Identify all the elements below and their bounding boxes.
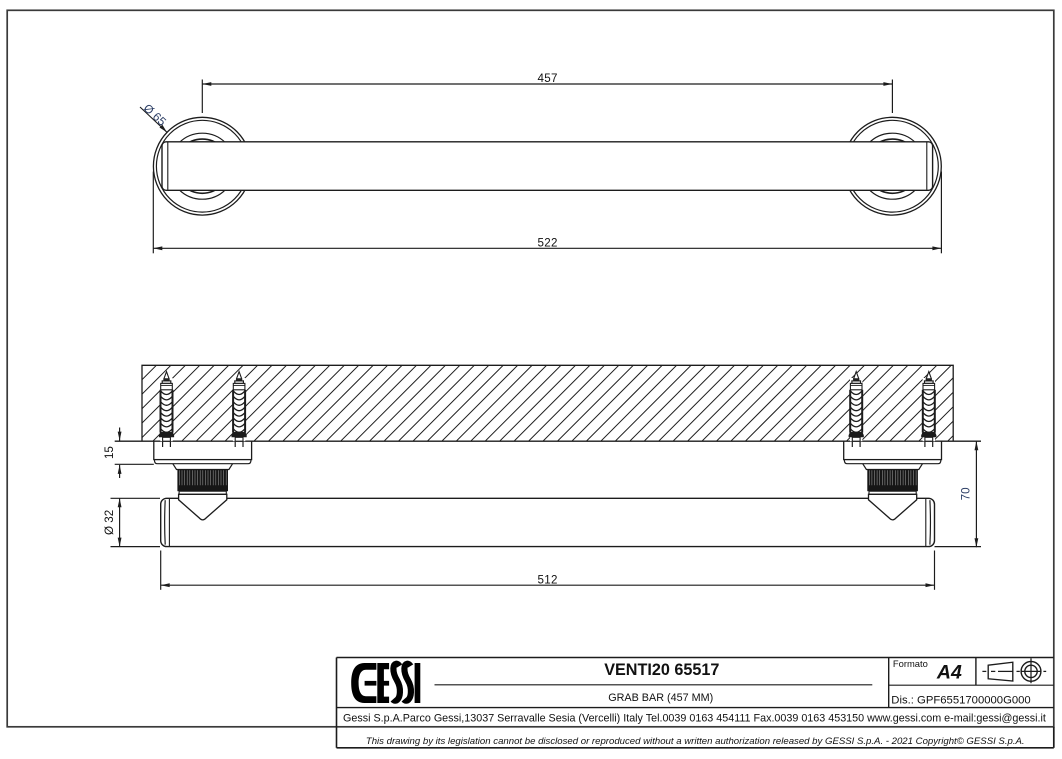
svg-text:A4: A4 bbox=[936, 662, 962, 684]
svg-text:457: 457 bbox=[538, 72, 558, 85]
svg-text:Dis.: GPF6551700000G000: Dis.: GPF6551700000G000 bbox=[891, 694, 1030, 706]
svg-text:This drawing by its legislatio: This drawing by its legislation cannot b… bbox=[366, 736, 1025, 747]
svg-text:GRAB BAR (457 MM): GRAB BAR (457 MM) bbox=[608, 692, 713, 704]
svg-text:Ø 32: Ø 32 bbox=[103, 510, 116, 535]
svg-text:Formato: Formato bbox=[893, 658, 928, 669]
svg-text:512: 512 bbox=[538, 573, 558, 586]
svg-text:70: 70 bbox=[960, 487, 973, 500]
svg-text:15: 15 bbox=[103, 446, 116, 459]
svg-text:Gessi S.p.A.Parco Gessi,13037: Gessi S.p.A.Parco Gessi,13037 Serravalle… bbox=[343, 713, 1046, 725]
svg-text:522: 522 bbox=[538, 237, 558, 250]
svg-text:VENTI20 65517: VENTI20 65517 bbox=[604, 661, 719, 679]
